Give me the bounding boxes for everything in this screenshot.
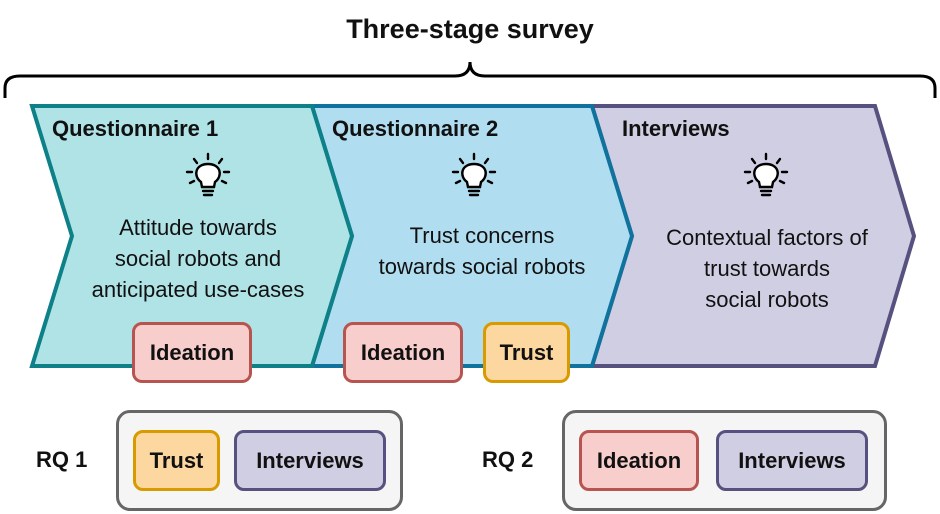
stage-1-desc-line: social robots and (114, 246, 282, 271)
stage-2-description: Trust concerns towards social robots (352, 220, 612, 282)
stage-3-title: Interviews (622, 116, 730, 141)
stage-2-title: Questionnaire 2 (332, 116, 499, 141)
survey-brace (3, 61, 937, 98)
stage-1-desc-line: Attitude towards (119, 215, 277, 240)
diagram-title: Three-stage survey (346, 14, 594, 44)
stage-1-desc-line: anticipated use-cases (91, 277, 305, 302)
stage-3-desc-line: trust towards (704, 256, 830, 281)
rq-1-trust-tag: Trust (133, 430, 220, 491)
lightbulb-icon (185, 152, 231, 197)
stage-3-desc-line: social robots (705, 287, 829, 312)
stage-2-ideation-tag: Ideation (343, 322, 463, 383)
stage-1-title: Questionnaire 1 (52, 116, 219, 141)
stage-3-desc-line: Contextual factors of (666, 225, 868, 250)
rq-2-ideation-tag: Ideation (579, 430, 699, 491)
rq-2-label: RQ 2 (482, 447, 534, 472)
lightbulb-icon (451, 152, 497, 197)
stage-1-description: Attitude towards social robots and antic… (62, 212, 334, 305)
rq-1-interviews-tag: Interviews (234, 430, 386, 491)
stage-3-description: Contextual factors of trust towards soci… (632, 222, 902, 315)
stage-2-desc-line: Trust concerns (409, 223, 555, 248)
stage-questionnaire-1-arrow (29, 104, 355, 368)
lightbulb-icon (743, 152, 789, 197)
rq-2-interviews-tag: Interviews (716, 430, 868, 491)
stage-1-ideation-tag: Ideation (132, 322, 252, 383)
rq-1-label: RQ 1 (36, 447, 88, 472)
stage-2-trust-tag: Trust (483, 322, 570, 383)
stage-2-desc-line: towards social robots (378, 254, 586, 279)
